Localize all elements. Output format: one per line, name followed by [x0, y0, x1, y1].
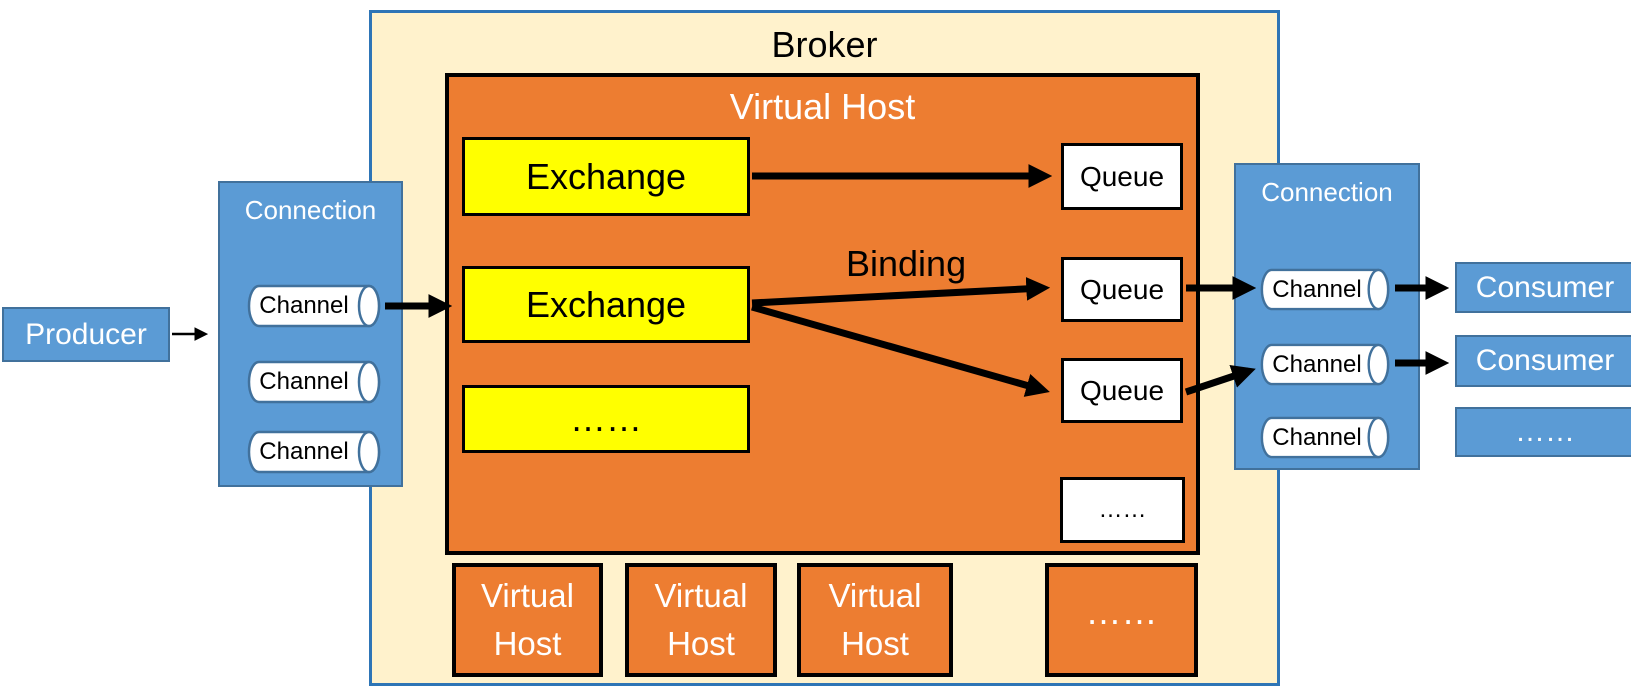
cylinder-icon	[247, 284, 381, 328]
virtual-host-small-label: Virtual Host	[654, 577, 748, 662]
exchange-label: Exchange	[525, 155, 687, 197]
binding-label: Binding	[846, 243, 967, 284]
cylinder-icon	[1260, 268, 1390, 311]
virtual-host-small-label: Virtual Host	[828, 577, 922, 662]
channel-shape: Channel	[245, 284, 383, 328]
connection-title: Connection	[1261, 177, 1393, 207]
virtual-host-more-box: ……	[1045, 563, 1198, 677]
consumer-label: Consumer	[1475, 344, 1615, 377]
channel-label: Channel	[259, 368, 349, 395]
cylinder-icon	[1260, 416, 1390, 459]
exchange-more-label: ……	[570, 398, 642, 439]
queue-box-2: Queue	[1061, 257, 1183, 322]
exchange-box-2: Exchange	[462, 266, 750, 343]
cylinder-icon	[247, 430, 381, 474]
virtual-host-small-2: Virtual Host	[625, 563, 777, 677]
channel-label: Channel	[259, 438, 349, 465]
queue-label: Queue	[1079, 374, 1165, 406]
channel-shape: Channel	[1258, 343, 1392, 386]
channel-shape: Channel	[245, 430, 383, 474]
channel-label: Channel	[1272, 350, 1362, 378]
virtual-host-title: Virtual Host	[729, 86, 916, 127]
channel-label: Channel	[259, 292, 349, 319]
consumer-label: Consumer	[1475, 270, 1615, 304]
virtual-host-small-3: Virtual Host	[797, 563, 953, 677]
exchange-label: Exchange	[525, 283, 687, 325]
consumer-box-1: Consumer	[1455, 262, 1631, 313]
cylinder-icon	[1260, 343, 1390, 386]
channel-label: Channel	[1272, 275, 1362, 303]
exchange-more-box: ……	[462, 385, 750, 453]
virtual-host-more-label: ……	[1085, 590, 1158, 632]
queue-more-label: ……	[1098, 496, 1147, 523]
producer-label: Producer	[25, 317, 147, 351]
exchange-box-1: Exchange	[462, 137, 750, 216]
virtual-host-small-label: Virtual Host	[481, 577, 574, 662]
queue-label: Queue	[1079, 273, 1165, 305]
connection-title: Connection	[244, 195, 377, 225]
cylinder-icon	[247, 360, 381, 404]
channel-shape: Channel	[245, 360, 383, 404]
consumer-box-2: Consumer	[1455, 335, 1631, 387]
virtual-host-small-1: Virtual Host	[452, 563, 603, 677]
channel-shape: Channel	[1258, 416, 1392, 459]
queue-box-1: Queue	[1061, 143, 1183, 210]
channel-label: Channel	[1272, 423, 1362, 451]
channel-shape: Channel	[1258, 268, 1392, 311]
producer-box: Producer	[2, 307, 170, 362]
queue-box-3: Queue	[1061, 358, 1183, 423]
consumer-more-box: ……	[1455, 407, 1631, 457]
queue-label: Queue	[1079, 160, 1165, 192]
queue-more-box: ……	[1060, 477, 1185, 543]
broker-title: Broker	[771, 24, 878, 65]
consumer-more-label: ……	[1515, 415, 1575, 448]
